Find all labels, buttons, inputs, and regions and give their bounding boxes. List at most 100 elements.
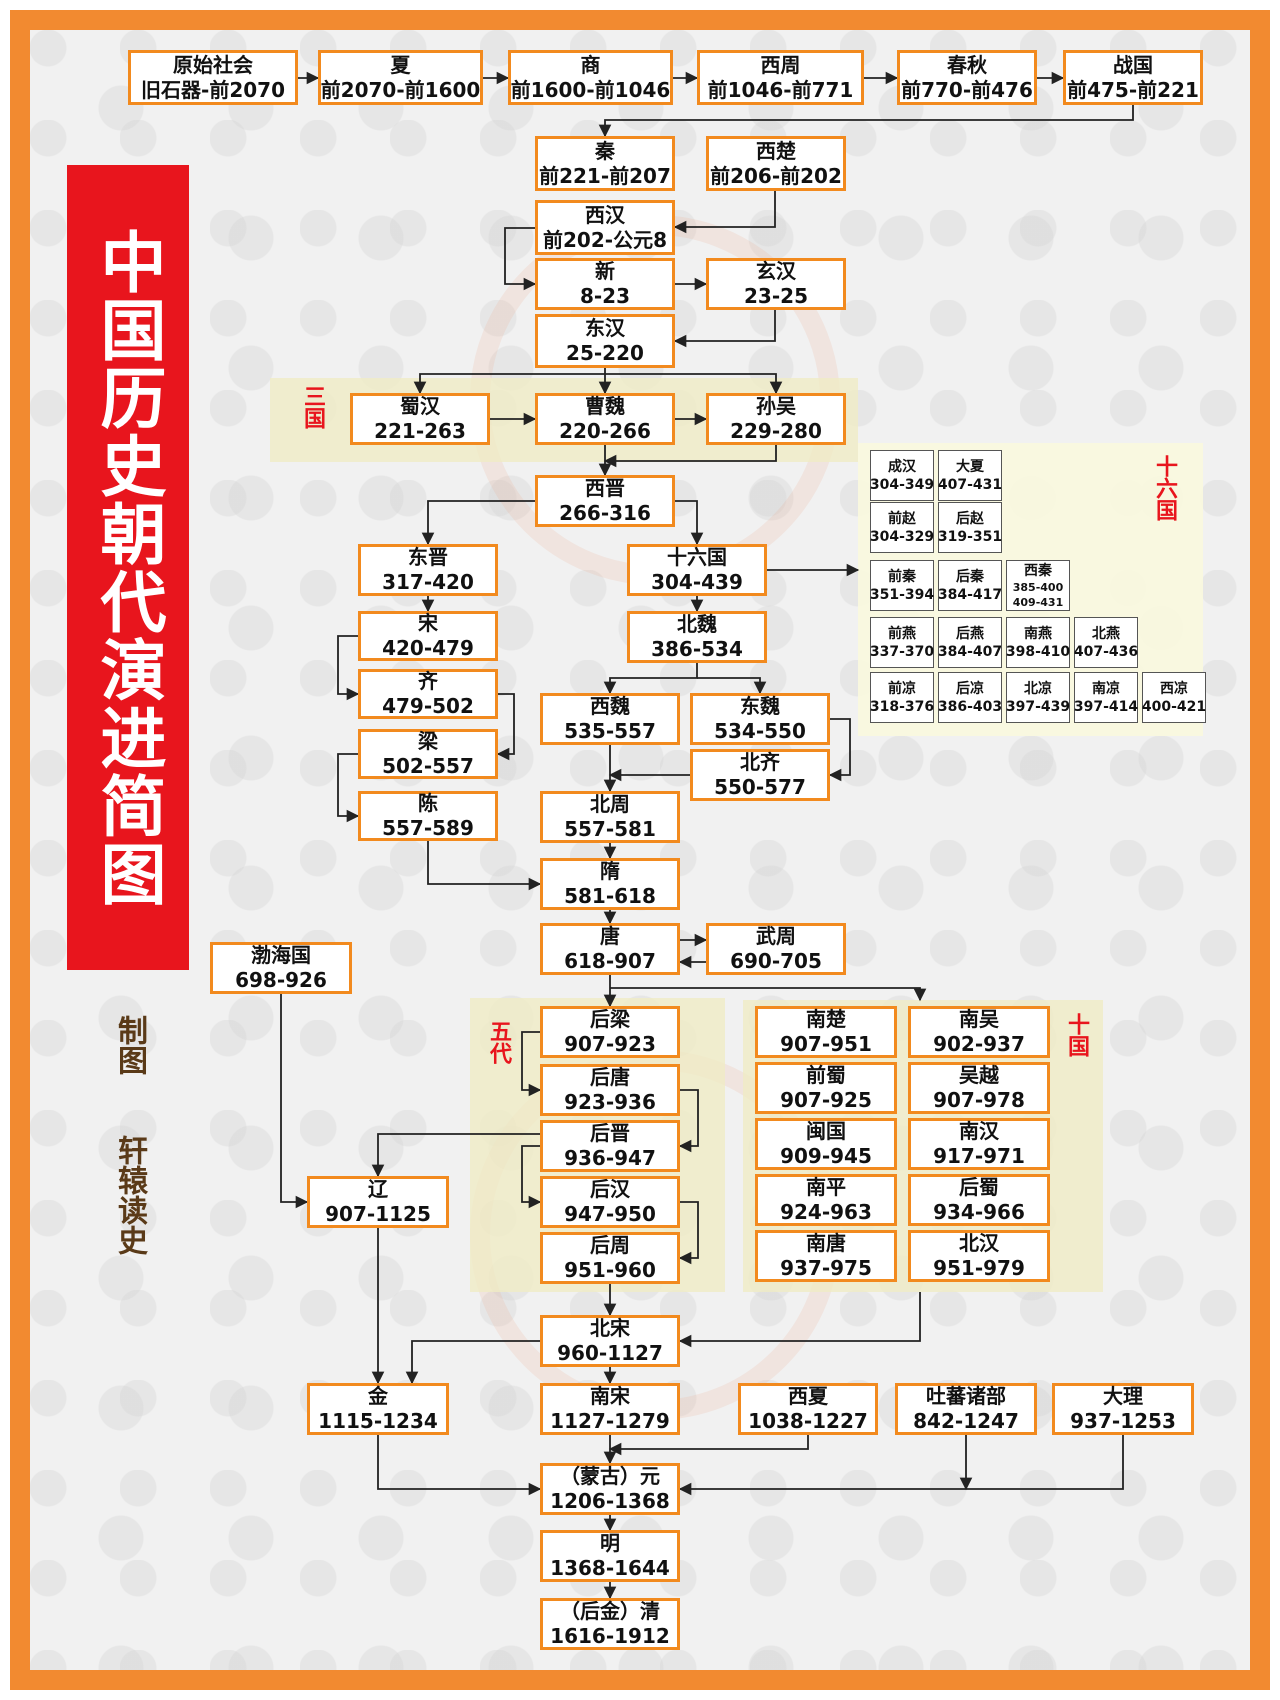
dynasty-period: 535-557	[564, 719, 656, 743]
connector-arrow	[678, 1435, 1124, 1496]
dynasty-box-qin: 秦前221-前207	[535, 136, 675, 191]
dynasty-period: 220-266	[559, 419, 651, 443]
dynasty-name: 后燕	[956, 625, 984, 642]
dynasty-period: 397-414	[1073, 698, 1139, 715]
dynasty-name: 南燕	[1024, 625, 1052, 642]
dynasty-period: 407-436	[1073, 643, 1139, 660]
dynasty-period: 前2070-前1600	[320, 77, 481, 102]
dynasty-name: 前秦	[888, 568, 916, 585]
connector-arrow	[337, 753, 360, 823]
dynasty-name: 后梁	[590, 1007, 630, 1031]
dynasty-period: 581-618	[564, 884, 656, 908]
connector-arrow	[673, 191, 776, 234]
dynasty-period: 1616-1912	[550, 1624, 670, 1648]
dynasty-period: 557-581	[564, 817, 656, 841]
dynasty-period: 409-431	[1012, 595, 1064, 609]
connector-arrow	[828, 718, 851, 782]
dynasty-period: 907-1125	[325, 1202, 431, 1226]
dynasty-name: 新	[595, 259, 615, 283]
connector-arrow	[405, 1340, 540, 1385]
dynasty-period: 1368-1644	[550, 1556, 670, 1580]
dynasty-name: 南楚	[806, 1007, 846, 1031]
connector-arrow	[504, 227, 537, 291]
dynasty-box-chunqiu: 春秋前770-前476	[897, 50, 1037, 105]
connector-arrow	[678, 1089, 699, 1153]
dynasty-name: 前蜀	[806, 1063, 846, 1087]
dynasty-name: 辽	[368, 1177, 388, 1201]
dynasty-period: 420-479	[382, 636, 474, 660]
dynasty-name: 陈	[418, 791, 438, 815]
dynasty-name: 东晋	[408, 545, 448, 569]
dynasty-name: 东汉	[585, 316, 625, 340]
dynasty-name: 南凉	[1092, 680, 1120, 697]
connector-arrow	[377, 1435, 542, 1496]
dynasty-name: 西周	[760, 52, 801, 77]
dynasty-name: 南汉	[959, 1119, 999, 1143]
dynasty-period: 1038-1227	[748, 1409, 868, 1433]
dynasty-name: 秦	[595, 138, 615, 163]
dynasty-period: 前206-前202	[710, 163, 842, 188]
dynasty-period: 936-947	[564, 1146, 656, 1170]
dynasty-period: 229-280	[730, 419, 822, 443]
dynasty-name: 孙吴	[756, 394, 796, 418]
dynasty-name: 闽国	[806, 1119, 846, 1143]
connector-arrow	[697, 677, 767, 695]
dynasty-box-xichu: 西楚前206-前202	[706, 136, 846, 191]
connector-arrow	[675, 500, 704, 546]
dynasty-period: 407-431	[937, 476, 1003, 493]
dynasty-name: 前燕	[888, 625, 916, 642]
dynasty-box-xia: 夏前2070-前1600	[318, 50, 483, 105]
dynasty-name: 南吴	[959, 1007, 999, 1031]
dynasty-name: 后唐	[590, 1065, 630, 1089]
dynasty-period: 386-534	[651, 637, 743, 661]
dynasty-name: 后晋	[590, 1121, 630, 1145]
dynasty-period: 221-263	[374, 419, 466, 443]
dynasty-period: 618-907	[564, 949, 656, 973]
dynasty-period: 384-417	[937, 586, 1003, 603]
dynasty-name: 北宋	[590, 1316, 630, 1340]
dynasty-period: 337-370	[869, 643, 935, 660]
dynasty-period: 384-407	[937, 643, 1003, 660]
connector-arrow	[605, 373, 783, 395]
dynasty-name: 南平	[806, 1175, 846, 1199]
dynasty-period: 1206-1368	[550, 1489, 670, 1513]
credit-line-2: 轩辕读史	[112, 1135, 147, 1255]
dynasty-period: 907-951	[780, 1032, 872, 1056]
dynasty-name: 曹魏	[585, 394, 625, 418]
dynasty-period: 前202-公元8	[543, 227, 667, 252]
dynasty-period: 1115-1234	[318, 1409, 438, 1433]
connector-arrow	[427, 841, 542, 891]
ten-kingdoms-label: 十国	[1064, 1013, 1089, 1057]
connector-arrow	[421, 500, 535, 546]
dynasty-period: 934-966	[933, 1200, 1025, 1224]
connector-arrow	[413, 373, 605, 395]
dynasty-name: 战国	[1113, 52, 1153, 77]
sixteen-kingdoms-label: 十六国	[1152, 455, 1177, 521]
dynasty-period: 902-937	[933, 1032, 1025, 1056]
connector-arrow	[337, 635, 360, 701]
dynasty-name: 北魏	[677, 612, 717, 636]
dynasty-name: 西晋	[585, 476, 625, 500]
dynasty-name: 北齐	[740, 750, 780, 774]
